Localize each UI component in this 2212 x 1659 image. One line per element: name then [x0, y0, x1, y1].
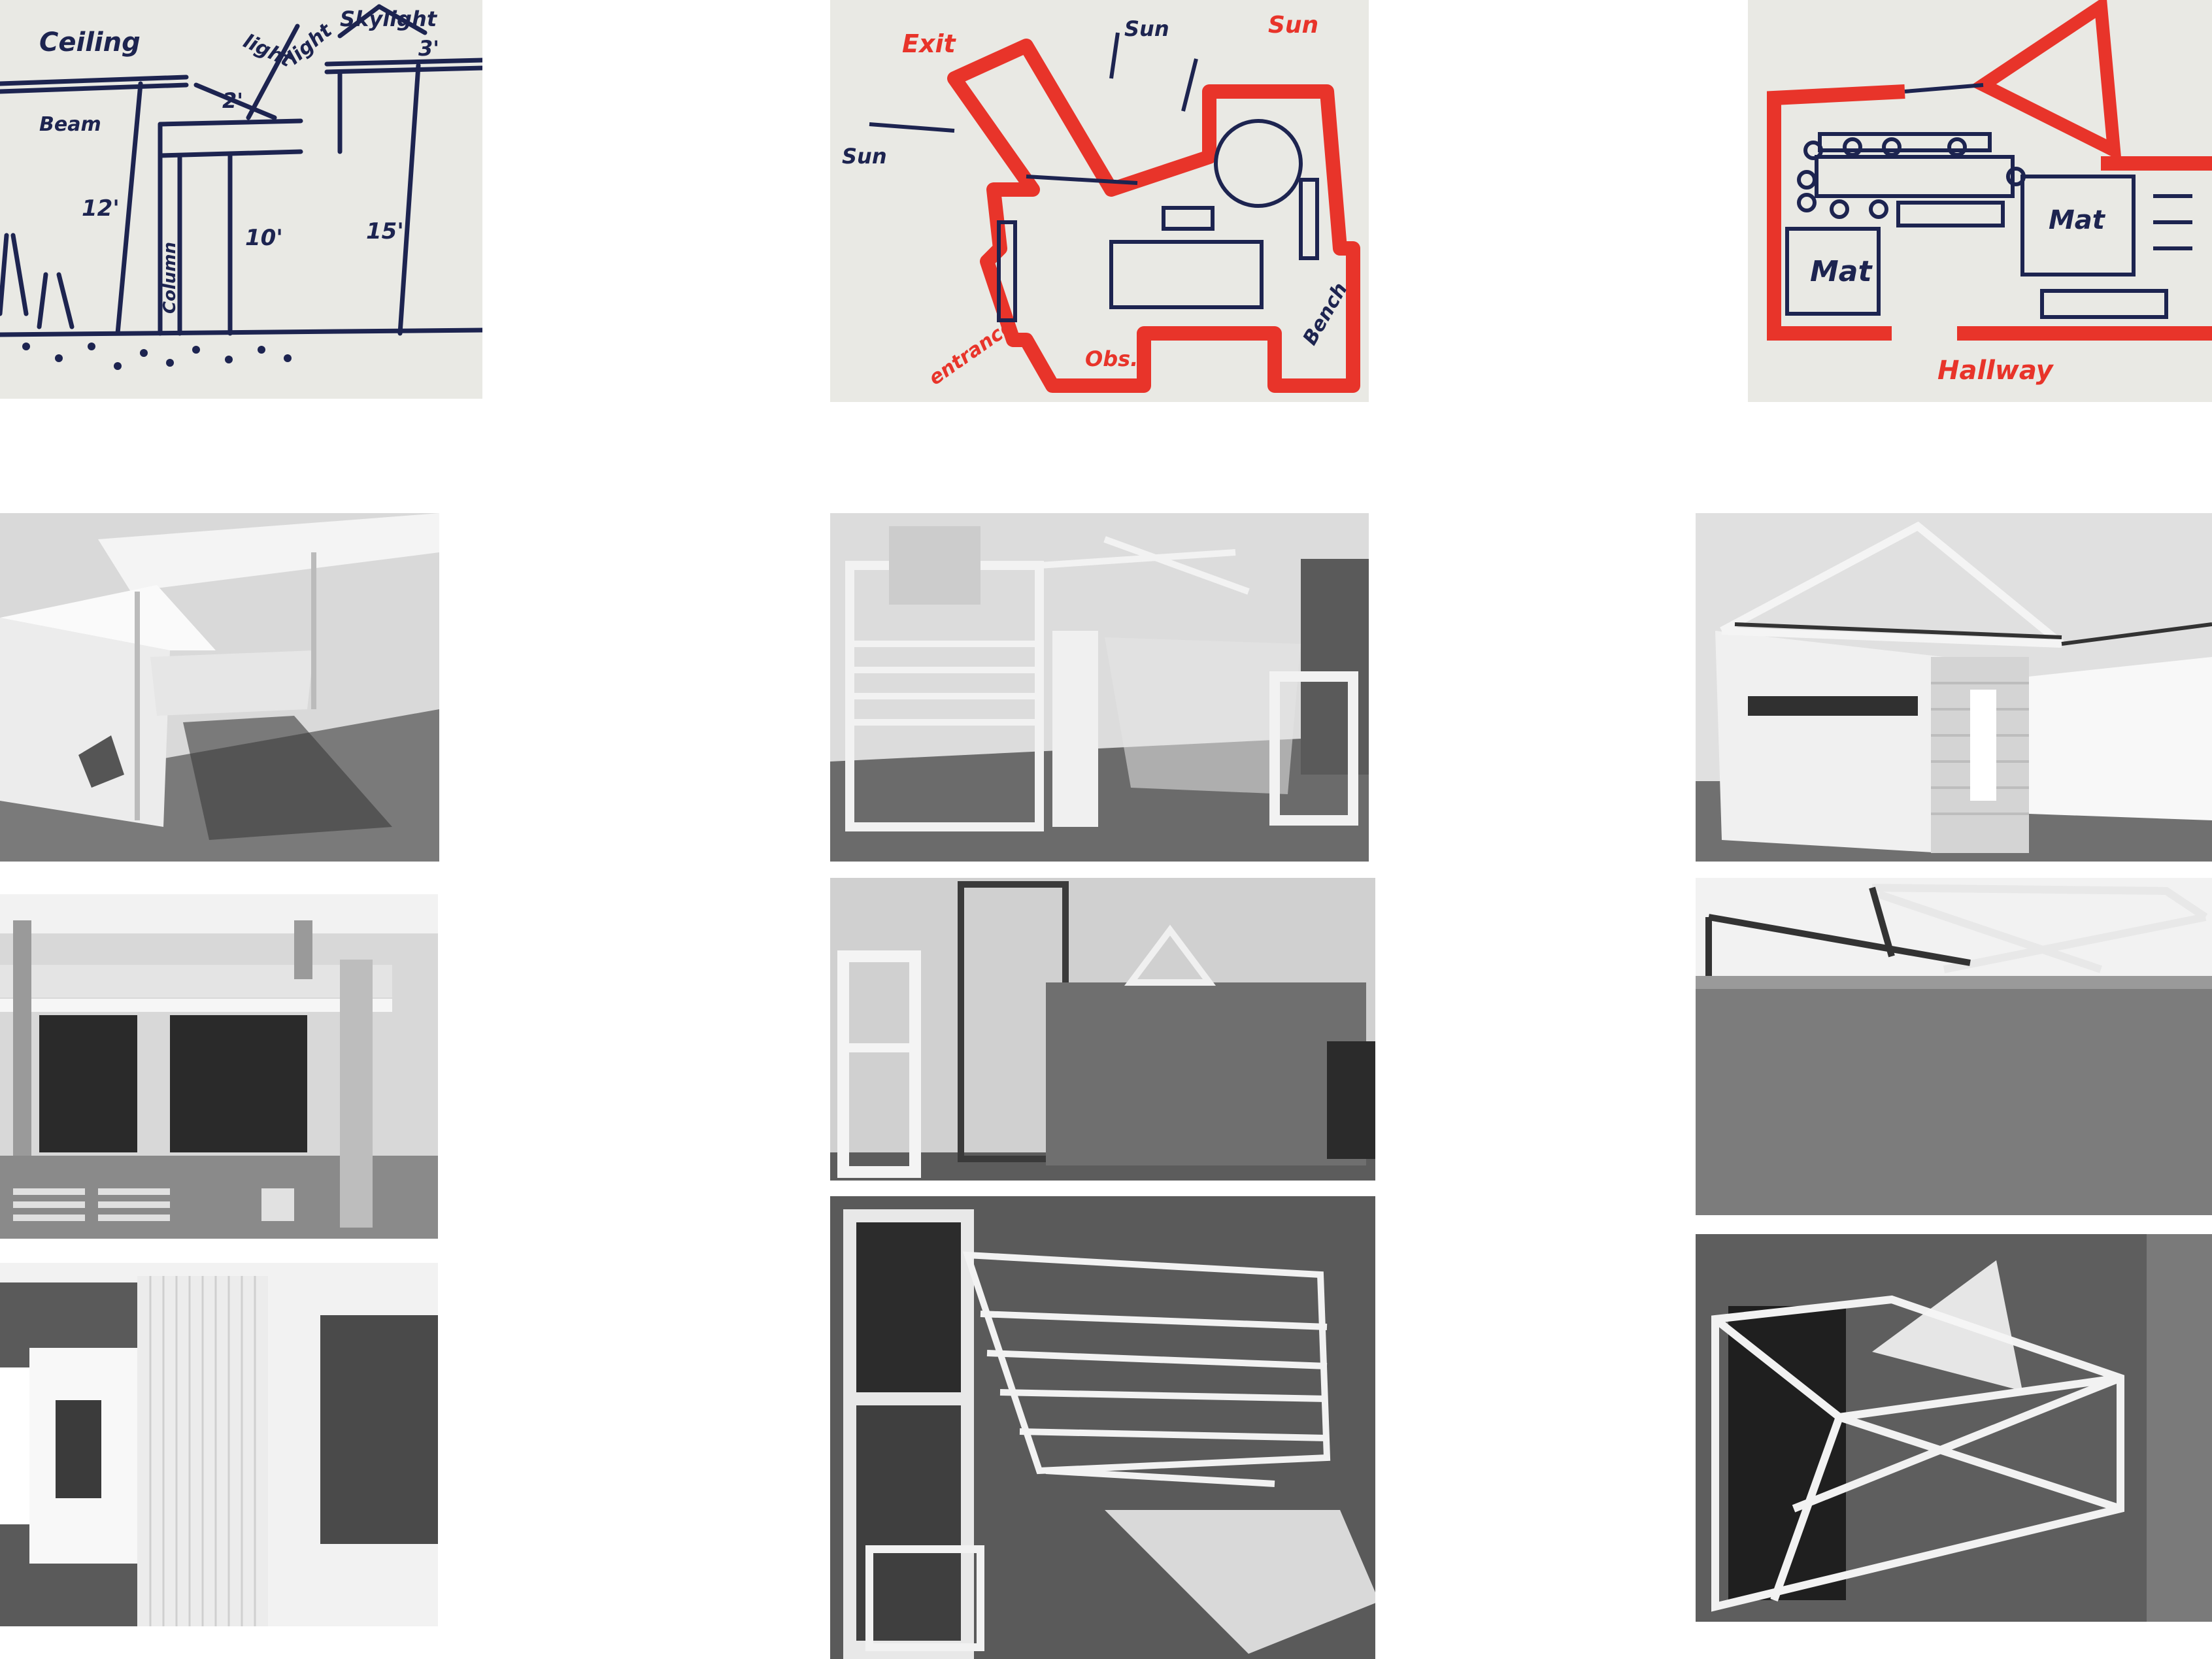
- model-photo-2-plan: [830, 1196, 1375, 1659]
- label-hallway: Hallway: [1937, 356, 2054, 386]
- model-photo-1-plan: [0, 1263, 438, 1626]
- plan-sketch-b-drawing: Mat Mat Hallway: [1748, 0, 2212, 402]
- label-beam: Beam: [39, 113, 101, 136]
- label-mat-1: Mat: [1810, 255, 1873, 288]
- model-photo-3-plan: [1696, 1234, 2212, 1622]
- label-dim-3: 3': [418, 36, 439, 61]
- label-sun-2: Sun: [1124, 16, 1169, 41]
- model-photo-2-elevation: [830, 878, 1375, 1181]
- label-dim-15: 15': [366, 218, 404, 244]
- label-skylight: Skylight: [340, 7, 438, 31]
- label-dim-12: 12': [82, 195, 120, 222]
- model-photo-3-elevation: [1696, 878, 2212, 1215]
- model-photo-1-perspective: [0, 513, 439, 862]
- label-dim-10: 10': [245, 225, 283, 251]
- label-column: Column: [160, 242, 180, 314]
- label-exit: Exit: [902, 29, 956, 58]
- model-photo-1-elevation: [0, 894, 438, 1239]
- model-photo-2-perspective: [830, 513, 1369, 862]
- section-sketch: Ceiling Skylight light light 2' 3' Beam …: [0, 0, 482, 399]
- label-mat-2: Mat: [2049, 205, 2106, 235]
- plan-sketch-a-drawing: Exit Sun Sun Sun entrance Obs. Bench: [830, 0, 1369, 402]
- label-dim-2: 2': [222, 88, 243, 113]
- plan-sketch-b: Mat Mat Hallway: [1748, 0, 2212, 402]
- label-obs: Obs.: [1085, 346, 1138, 371]
- plan-sketch-a: Exit Sun Sun Sun entrance Obs. Bench: [830, 0, 1369, 402]
- label-ceiling: Ceiling: [39, 27, 141, 58]
- model-photo-3-perspective: [1696, 513, 2212, 862]
- label-sun-1: Sun: [842, 144, 887, 169]
- section-sketch-drawing: Ceiling Skylight light light 2' 3' Beam …: [0, 0, 482, 399]
- label-sun-3: Sun: [1268, 12, 1318, 39]
